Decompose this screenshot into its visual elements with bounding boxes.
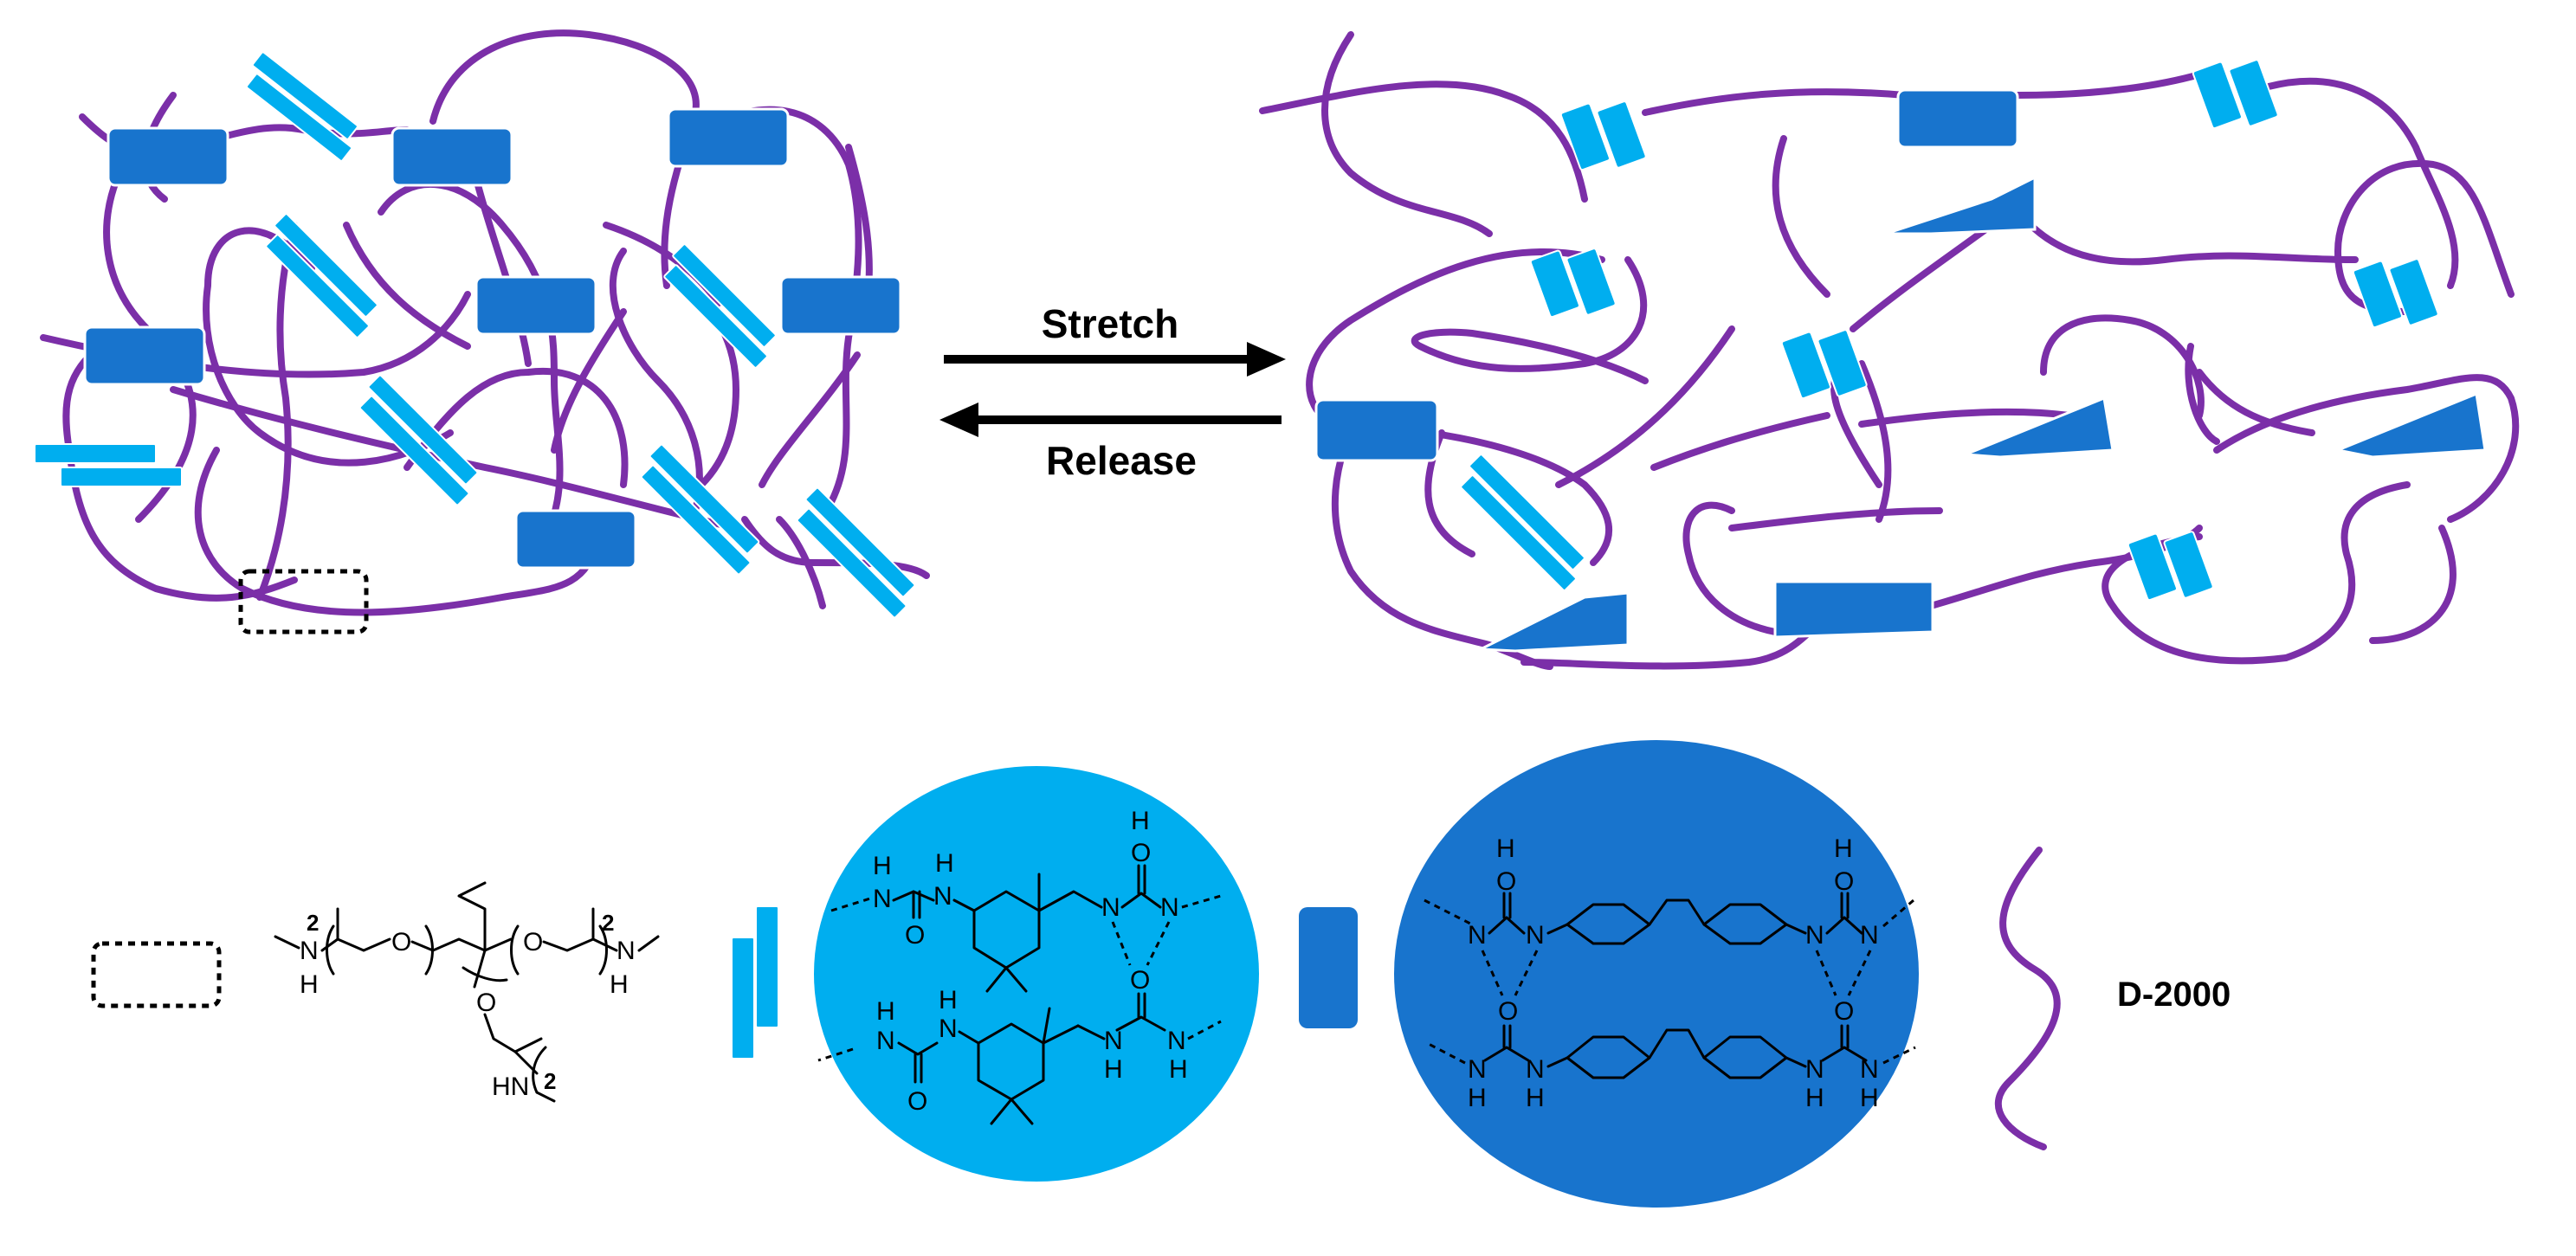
atom-o: O [1496,867,1516,896]
wavy-line-icon [1994,847,2061,1150]
dark-block [391,126,513,187]
dark-block [475,275,597,336]
urea-hbond-structure-dark: N O H N N O H N [1424,834,1916,1112]
atom-h: H [1526,1084,1545,1112]
atom-o: O [907,1087,927,1116]
urea-pair-blocks-left [34,51,916,619]
atom-n: N [1860,921,1879,950]
atom-n: N [1468,1055,1487,1084]
atom-n: N [1805,921,1824,950]
atom-n: N [1805,1055,1824,1084]
atom-o: O [905,921,925,950]
stretch-label: Stretch [1042,301,1178,346]
atom-h: H [1131,807,1150,835]
atom-h: H [939,986,958,1014]
hard-domain-blocks-right [1314,88,2487,653]
atom-h: H [610,970,629,999]
atom-o: O [476,989,496,1017]
atom-h: H [1805,1084,1824,1112]
atom-h: H [1169,1055,1188,1084]
rounded-block-icon [1299,907,1358,1028]
dark-block [779,275,902,336]
atom-n: N [876,1027,895,1055]
dark-block-stretched [1773,580,1934,639]
d2000-structure: N H 2 O O 2 N H O 2 [274,881,660,1103]
stretch-release-arrows: Stretch Release [939,301,1286,483]
repeat-count-branch: 2 [544,1068,556,1094]
repeat-count-right: 2 [602,910,614,936]
atom-h: H [935,849,954,878]
stretched-network [1259,31,2520,670]
repeat-count-left: 2 [307,910,319,936]
dark-block [514,509,637,570]
atom-h: H [1468,1084,1487,1112]
hard-domain-blocks-left [83,107,902,570]
dark-wedge [1965,396,2114,459]
arrow-left-icon [939,403,978,437]
dark-wedge [1885,175,2037,235]
atom-o: O [523,928,543,956]
atom-n: N [1468,921,1487,950]
dark-block [1896,88,2019,149]
atom-n: N [300,937,319,965]
dark-domain-circle: N O H N N O H N [1394,740,1919,1208]
atom-n: N [1160,893,1179,922]
atom-h: H [873,852,892,880]
dark-block [107,126,229,187]
urea-pair-blocks-right [1460,59,2439,602]
atom-h: H [300,970,319,999]
polymer-chains-right [1259,31,2520,670]
atom-n: N [873,885,892,913]
arrow-right-icon [1247,342,1286,377]
atom-n: N [1526,921,1545,950]
atom-o: O [1498,997,1518,1026]
atom-o: O [391,928,411,956]
atom-n: N [1167,1027,1186,1055]
atom-n: N [1104,1027,1123,1055]
atom-n: N [939,1014,958,1043]
relaxed-network [34,29,930,634]
atom-o: O [1834,997,1854,1026]
light-domain-circle: N H O N H N O H N [814,766,1259,1182]
atom-h: H [876,997,895,1026]
atom-o: O [1130,966,1150,995]
dark-block [83,325,206,386]
atom-o: O [1834,867,1854,896]
atom-n: N [1860,1055,1879,1084]
double-bar-icon [731,905,779,1060]
atom-h: H [1104,1055,1123,1084]
dark-block [667,107,790,168]
atom-n: N [1101,893,1120,922]
chain-label: D-2000 [2117,976,2231,1014]
dashed-selection-box [238,569,369,634]
dashed-rectangle-icon [91,941,222,1008]
dark-wedge [1475,591,1630,653]
atom-o: O [1131,839,1151,867]
urea-hbond-structure-light: N H O N H N O H N [817,807,1222,1125]
release-label: Release [1046,438,1197,483]
atom-h: H [1834,834,1853,863]
atom-h: H [1496,834,1515,863]
dark-block [1314,398,1439,462]
dark-wedge [2333,391,2487,459]
legend: N H 2 O O 2 N H O 2 [91,740,2231,1208]
atom-n: N [933,882,952,911]
atom-h: H [1860,1084,1879,1112]
atom-n: N [617,937,636,965]
atom-n: N [1526,1055,1545,1084]
atom-hn: HN [492,1072,529,1101]
